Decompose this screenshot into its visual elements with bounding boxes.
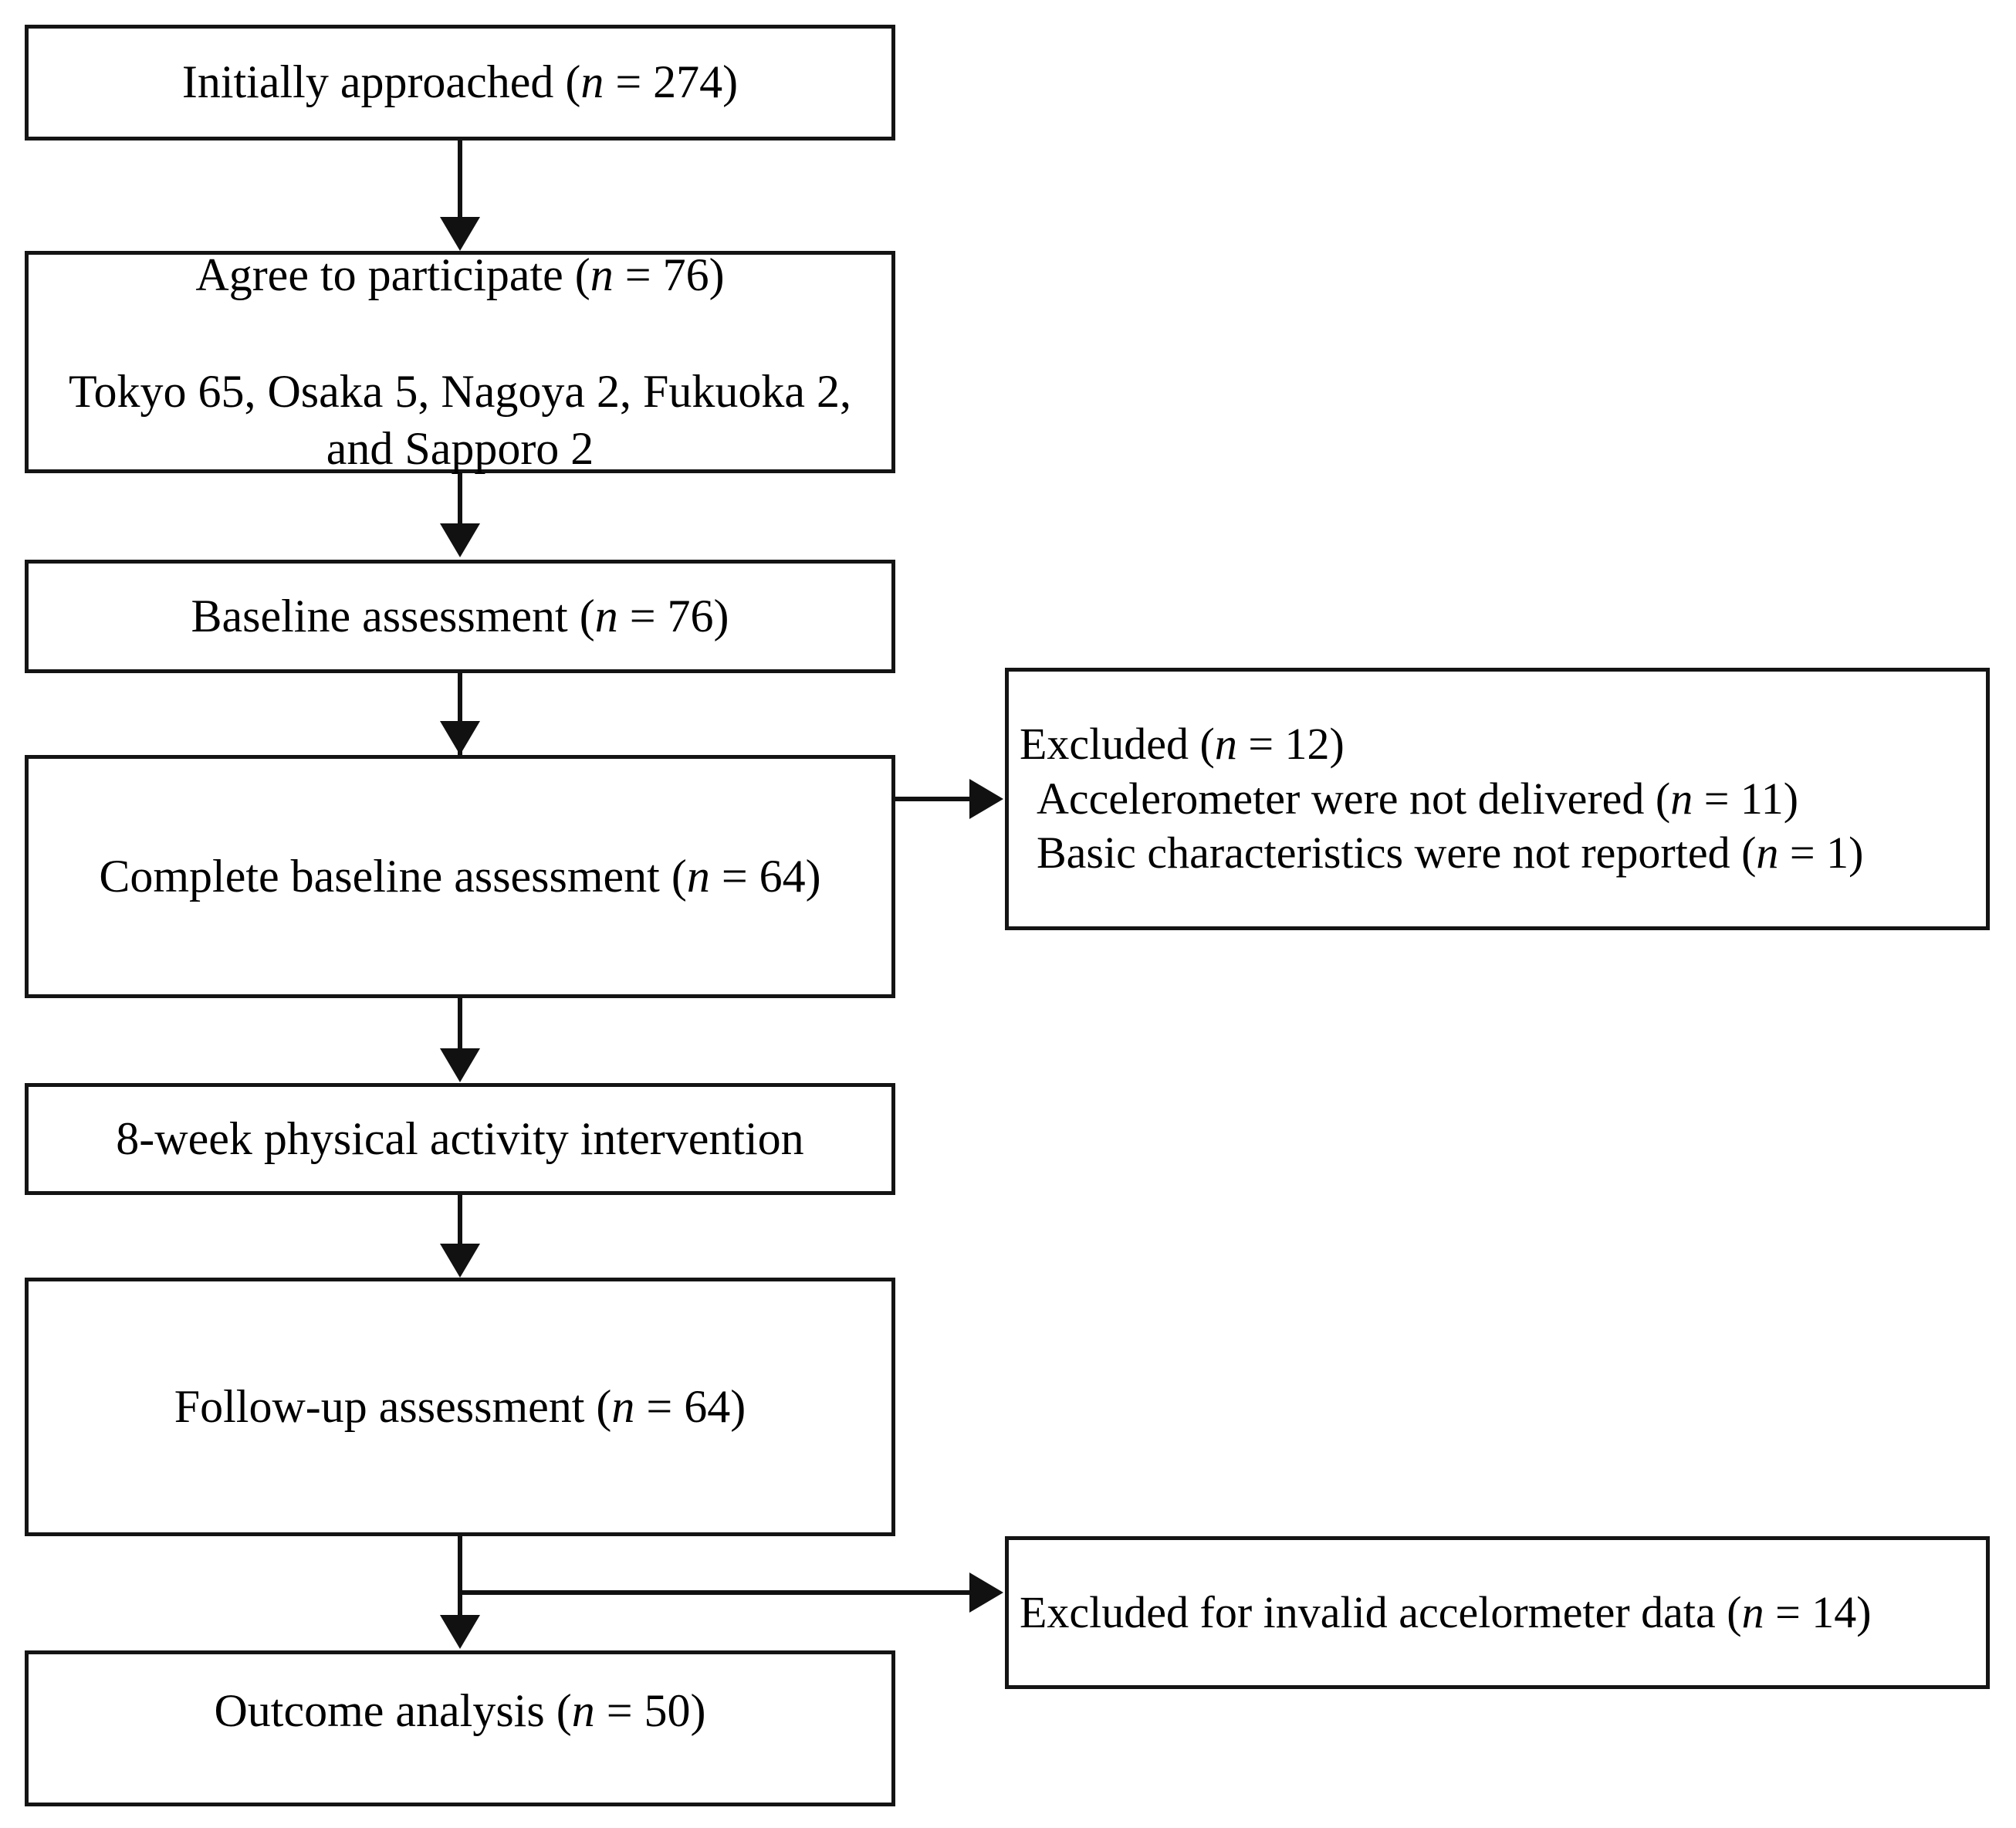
- n-italic: n: [611, 1380, 635, 1432]
- branch-followup-to-excluded: [458, 1590, 990, 1595]
- node-baseline-assessment-label: Baseline assessment (n = 76): [191, 590, 729, 641]
- arrowhead-3-to-4: [440, 721, 480, 755]
- n-italic: n: [594, 590, 618, 641]
- node-complete-baseline-assessment: Complete baseline assessment (n = 64): [25, 755, 895, 998]
- node-excluded-baseline-line2: Accelerometer were not delivered (n = 11…: [1037, 773, 1799, 824]
- arrowhead-4-to-5: [440, 1048, 480, 1082]
- node-agree-to-participate: Agree to participate (n = 76) Tokyo 65, …: [25, 249, 895, 474]
- node-initially-approached-label: Initially approached (n = 274): [181, 56, 739, 108]
- connector-2-to-3: [458, 473, 462, 527]
- arrowhead-5-to-6: [440, 1244, 480, 1278]
- n-italic: n: [580, 56, 604, 108]
- connector-1-to-2: [458, 140, 462, 221]
- node-agree-to-participate-sites-line1: Tokyo 65, Osaka 5, Nagoya 2, Fukuoka 2,: [69, 366, 851, 418]
- node-initially-approached: Initially approached (n = 274): [25, 25, 895, 140]
- n-italic: n: [590, 249, 614, 301]
- node-followup-assessment: Follow-up assessment (n = 64): [25, 1278, 895, 1536]
- n-italic: n: [571, 1685, 595, 1737]
- node-intervention-label: 8-week physical activity intervention: [116, 1112, 804, 1164]
- connector-3-to-4: [458, 673, 462, 723]
- node-excluded-baseline-line1: Excluded (n = 12): [1020, 718, 1345, 769]
- arrowhead-6-to-7: [440, 1615, 480, 1649]
- node-excluded-invalid: Excluded for invalid accelormeter data (…: [1005, 1536, 1990, 1689]
- connector-5-to-6: [458, 1195, 462, 1247]
- node-excluded-baseline-line3: Basic characteristics were not reported …: [1037, 828, 1864, 878]
- connector-6-to-7-lower: [458, 1593, 462, 1618]
- node-baseline-assessment: Baseline assessment (n = 76): [25, 560, 895, 673]
- n-italic: n: [686, 850, 710, 902]
- node-followup-assessment-label: Follow-up assessment (n = 64): [174, 1380, 746, 1432]
- connector-6-to-7: [458, 1536, 462, 1593]
- node-outcome-analysis: Outcome analysis (n = 50): [25, 1650, 895, 1806]
- node-complete-baseline-assessment-label: Complete baseline assessment (n = 64): [99, 850, 821, 902]
- arrowhead-baseline-to-excluded: [969, 779, 1003, 819]
- arrowhead-followup-to-excluded: [969, 1572, 1003, 1613]
- n-italic: n: [1214, 718, 1237, 769]
- node-intervention: 8-week physical activity intervention: [25, 1083, 895, 1195]
- node-agree-to-participate-label: Agree to participate (n = 76): [195, 249, 725, 301]
- n-italic: n: [1741, 1586, 1764, 1637]
- n-italic: n: [1670, 773, 1693, 824]
- node-excluded-baseline: Excluded (n = 12) Accelerometer were not…: [1005, 668, 1990, 930]
- connector-4-to-5: [458, 998, 462, 1052]
- arrowhead-2-to-3: [440, 523, 480, 557]
- node-excluded-invalid-label: Excluded for invalid accelormeter data (…: [1020, 1586, 1872, 1637]
- node-outcome-analysis-label: Outcome analysis (n = 50): [214, 1685, 706, 1737]
- n-italic: n: [1756, 828, 1779, 878]
- node-agree-to-participate-sites-line2: and Sapporo 2: [326, 422, 594, 474]
- arrowhead-1-to-2: [440, 217, 480, 251]
